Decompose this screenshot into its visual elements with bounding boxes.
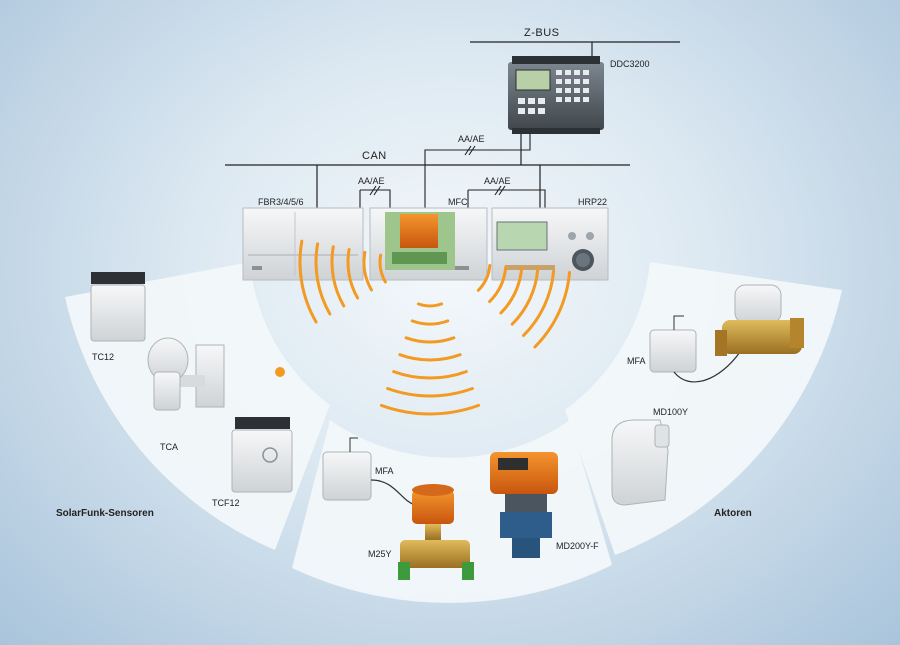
tca-label: TCA — [160, 442, 178, 452]
fbr-module — [242, 207, 364, 281]
fbr-label: FBR3/4/5/6 — [258, 197, 304, 207]
radio-waves — [298, 239, 571, 416]
ddc3200-label: DDC3200 — [610, 59, 650, 69]
wave-arc — [510, 268, 540, 326]
can-line — [225, 132, 630, 208]
actor-group-label: Aktoren — [714, 508, 752, 519]
mfc-label: MFC — [448, 197, 468, 207]
tcf12-sensor — [231, 417, 293, 493]
mfa-middle-device — [322, 437, 416, 506]
md100y-actuator — [611, 419, 670, 506]
wave-arc — [398, 353, 462, 362]
wave-arc — [533, 271, 571, 349]
wave-arc — [314, 242, 332, 316]
wave-arc — [499, 266, 524, 315]
zbus-label: Z-BUS — [524, 27, 560, 39]
mfa-actor-device — [649, 315, 741, 383]
aa-ae-label-right: AA/AE — [484, 176, 511, 186]
md200y-label: MD200Y-F — [556, 541, 599, 551]
can-label: CAN — [362, 150, 387, 162]
wave-arc — [392, 370, 468, 380]
wave-arc — [404, 336, 456, 344]
signal-dot — [275, 367, 285, 377]
hrp22-label: HRP22 — [578, 197, 608, 207]
actor-sector — [565, 262, 842, 555]
mfa-middle-label: MFA — [375, 466, 394, 476]
wave-arc — [410, 319, 450, 326]
aa-ae-links — [359, 132, 546, 208]
md200y-actuator — [490, 452, 558, 558]
tc12-label: TC12 — [92, 352, 115, 362]
wave-arc — [298, 239, 318, 324]
tcf12-label: TCF12 — [212, 498, 240, 508]
wave-arc — [522, 269, 556, 337]
tc12-sensor — [90, 272, 146, 342]
valve-actuator — [715, 284, 804, 356]
aa-ae-label-left: AA/AE — [358, 176, 385, 186]
wave-arc — [330, 245, 346, 308]
wave-arc — [386, 387, 474, 398]
wave-arc — [346, 248, 360, 300]
mfc-module — [369, 207, 488, 281]
wave-arc — [416, 302, 444, 308]
md100y-label: MD100Y — [653, 407, 689, 417]
wave-arc — [488, 265, 508, 304]
hrp22-module — [491, 207, 609, 281]
tca-sensor — [147, 337, 225, 411]
ddc3200-device — [508, 56, 604, 134]
wave-arc — [379, 403, 481, 416]
sensor-group-label: SolarFunk-Sensoren — [56, 508, 154, 519]
wave-arc — [362, 250, 373, 292]
m25y-label: M25Y — [368, 549, 392, 559]
m25y-valve — [398, 484, 474, 580]
mfa-actor-label: MFA — [627, 356, 646, 366]
wave-arc — [378, 253, 387, 284]
aa-ae-label-top: AA/AE — [458, 134, 485, 144]
wave-arc — [476, 264, 492, 292]
